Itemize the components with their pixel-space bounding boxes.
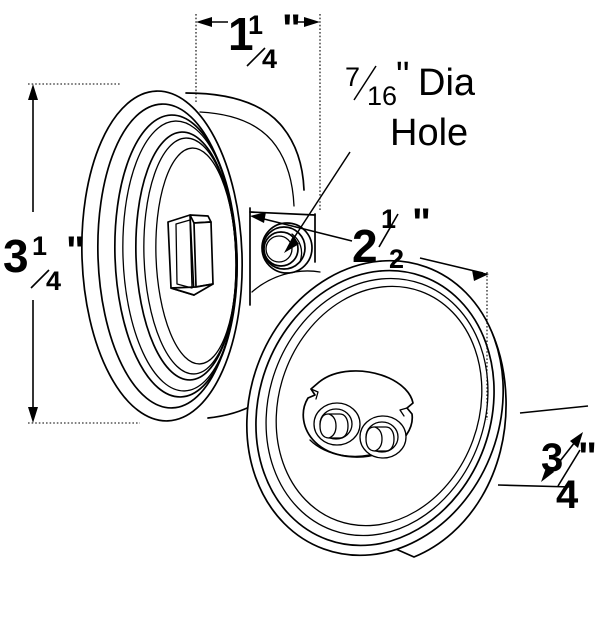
lamp-body-group — [245, 259, 507, 558]
hole-callout-arrow — [284, 236, 299, 253]
arrow-left-bottom — [28, 407, 38, 423]
lamp-body-rim-line-1 — [255, 269, 495, 547]
terminal-post-2-shaft — [365, 426, 395, 452]
lamp-body-rim-line-2 — [265, 277, 489, 537]
terminal-boss-left-notch — [310, 388, 319, 400]
hole-callout-leader — [287, 151, 351, 248]
mounting-hole-ring-2 — [262, 226, 306, 270]
lens-body-top-sweep — [185, 92, 305, 191]
mounting-hole-bore-sweep — [291, 233, 303, 263]
arrow-diam-right — [472, 270, 489, 281]
dimension-top-group: 1 1 4 " — [195, 7, 321, 210]
dim-diam-inch-mark: " — [412, 201, 431, 245]
dim-thickness-fraction-slash — [557, 449, 581, 487]
arrow-left-top — [28, 84, 38, 100]
dimension-thickness-group: 3 4 " — [497, 405, 597, 517]
dim-top-denominator: 4 — [262, 44, 277, 74]
hole-note-line1-tail: Dia — [418, 62, 476, 104]
dim-diam-fraction-slash — [378, 213, 399, 248]
bulb-socket-group — [167, 214, 214, 296]
hole-callout-group: 7 16 " Dia Hole — [284, 55, 476, 253]
lamp-body-face-line — [275, 285, 483, 527]
arrow-diam-left — [250, 212, 266, 223]
dim-top-inch-mark: " — [282, 7, 301, 51]
dim-line-diam-left-seg — [255, 216, 353, 242]
hole-note-line2: Hole — [390, 112, 468, 154]
ext-line-thickness-upper — [519, 405, 589, 414]
dim-left-numerator: 1 — [32, 231, 47, 261]
lens-outer-rim — [80, 90, 244, 422]
dimension-diameter-group: 2 1 2 " — [250, 201, 489, 420]
dim-diam-numerator: 1 — [381, 204, 396, 234]
dim-thickness-numerator: 3 — [541, 436, 563, 480]
hole-note-fraction-slash — [353, 65, 377, 101]
arrow-thickness-lower — [541, 465, 554, 482]
socket-inner-edge — [175, 219, 193, 289]
dim-top-fraction-slash — [246, 47, 266, 67]
terminal-post-1-shaft — [319, 413, 349, 439]
dim-diam-whole: 2 — [352, 220, 378, 272]
bracket-lower-sweep — [251, 270, 321, 293]
lens-ring-group — [80, 90, 305, 422]
mounting-hole-ring-3 — [263, 231, 299, 267]
dim-left-denominator: 4 — [46, 266, 61, 296]
hole-note-inch-mark: " — [396, 55, 410, 97]
lens-body-inner-sweep — [199, 111, 295, 207]
lens-recess — [155, 147, 237, 365]
dim-left-fraction-slash — [30, 269, 50, 289]
dimension-left-group: 3 1 4 " — [3, 83, 140, 424]
arrow-thickness-upper — [570, 432, 583, 448]
socket-side-face — [193, 221, 214, 288]
hole-note-denominator: 16 — [367, 81, 397, 111]
dim-left-whole: 3 — [3, 230, 29, 282]
lens-step-face-shadow — [122, 120, 238, 392]
dim-diam-denominator: 2 — [389, 244, 404, 274]
hole-note-numerator: 7 — [345, 62, 360, 92]
terminal-post-1-top-arc — [328, 413, 337, 439]
mounting-hole-ring-4 — [265, 235, 293, 263]
terminal-boss-right-notch — [399, 407, 408, 417]
arrow-top-left — [196, 17, 212, 27]
dim-thickness-inch-mark: " — [578, 435, 597, 479]
dim-top-numerator: 1 — [248, 10, 263, 40]
dim-thickness-denominator: 4 — [556, 473, 579, 517]
dim-line-thickness — [552, 441, 576, 471]
dim-left-inch-mark: " — [66, 229, 85, 273]
terminal-boss-group — [302, 370, 414, 459]
arrow-top-right — [304, 17, 320, 27]
dim-top-whole: 1 — [228, 8, 254, 60]
ext-line-thickness-lower — [497, 484, 573, 488]
terminal-post-2-top-arc — [374, 426, 383, 452]
bracket-top-edge — [249, 211, 316, 216]
